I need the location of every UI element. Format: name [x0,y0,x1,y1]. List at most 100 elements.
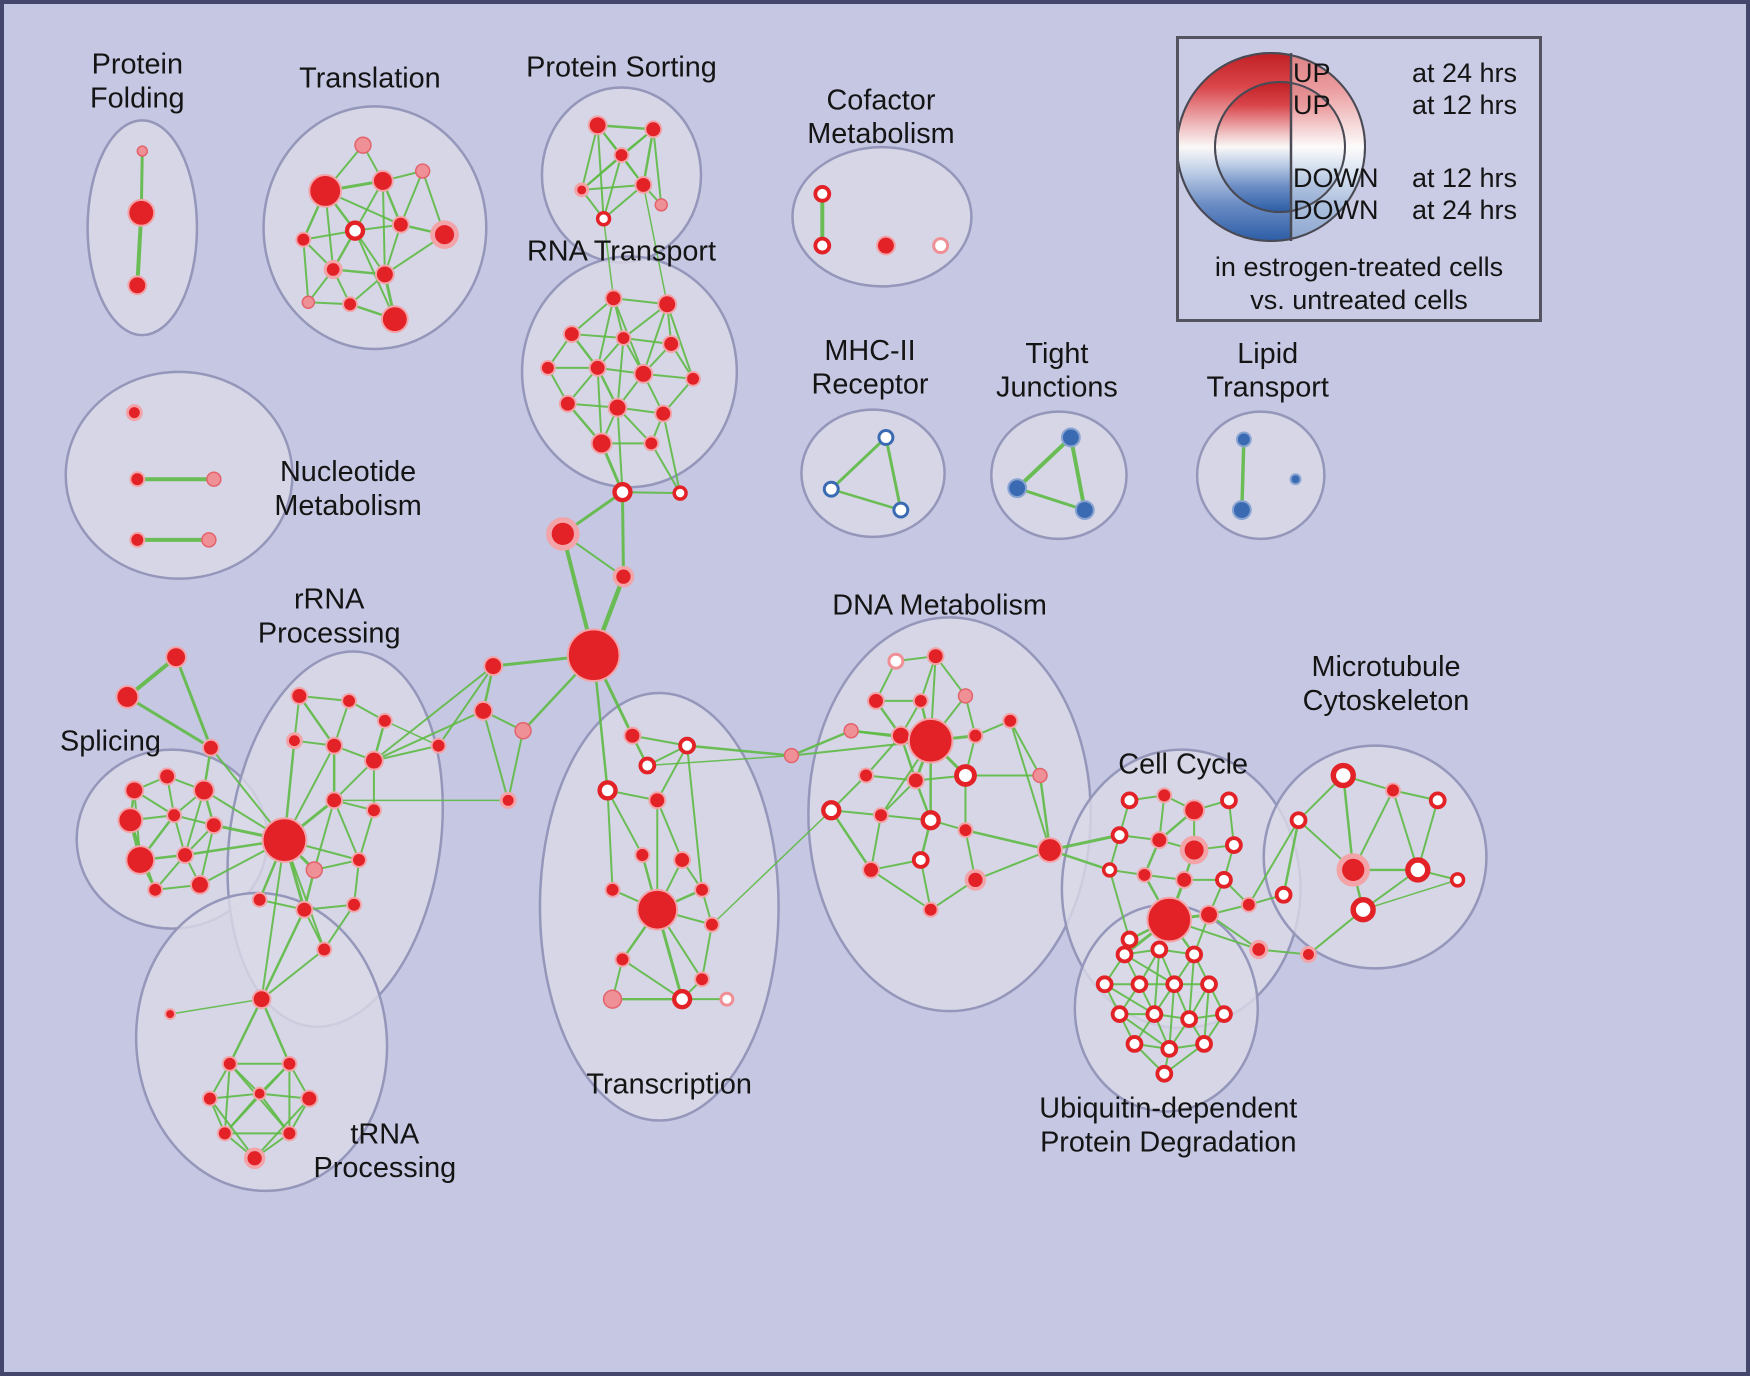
network-node-r [967,727,984,744]
network-edge [169,998,263,1015]
network-edge [184,789,205,857]
cluster-label-lipid-transport: Transport [1207,372,1329,404]
network-node-rr [1110,1005,1129,1023]
network-node-rr [1274,885,1293,904]
network-edge [1362,879,1459,911]
legend-caption-line1: in estrogen-treated cells [1214,252,1504,282]
network-node-r [165,646,188,669]
network-node-r [906,771,925,790]
network-edge [711,809,833,926]
cluster-label-dna-metabolism: DNA Metabolism [832,589,1047,621]
network-node-p [602,989,623,1009]
network-node-r [607,397,628,418]
network-node-r [158,767,177,786]
network-edge [666,303,695,380]
network-node-r [261,817,308,863]
cluster-ellipse-cofactor-metabolism [791,145,973,288]
network-node-r [566,628,621,683]
network-node-b [1231,500,1252,520]
cluster-label-translation: Translation [299,63,441,95]
network-node-r [615,330,632,346]
network-edge [302,238,310,304]
network-node-pr [1336,853,1370,887]
network-node-b [1060,427,1081,448]
network-node-wp [932,237,950,255]
network-node-pr [243,1147,266,1169]
network-node-r [281,1125,298,1142]
network-node-r [117,807,144,834]
network-node-rr [1110,826,1129,845]
network-node-rr [1095,975,1114,994]
network-node-r [858,767,875,784]
network-node-rr [1225,836,1243,854]
network-node-r [363,750,384,771]
network-edge [253,1097,311,1160]
network-node-r [192,779,215,802]
cluster-label-ubiquitin-dependent-protein-degradation: Protein Degradation [1040,1126,1296,1158]
network-node-r [1150,831,1169,850]
network-node-b [1074,500,1095,520]
legend-row-down-12: DOWN at 12 hrs [1293,163,1517,194]
network-node-rr [1115,945,1134,964]
network-node-br [822,480,840,498]
network-edge [621,958,684,1001]
network-node-r [539,359,556,376]
network-edge [1240,437,1246,512]
network-node-r [633,363,654,384]
network-edge [507,729,525,802]
network-node-rr [678,736,696,755]
network-node-r [657,294,678,315]
legend-direction-label: UP [1293,90,1331,120]
network-node-r [290,687,309,705]
cluster-label-splicing: Splicing [60,726,161,758]
network-edge [685,744,793,757]
legend-caption-line2: vs. untreated cells [1250,285,1468,315]
network-node-pr [285,732,303,750]
network-node-rr [813,236,832,255]
network-edge [125,695,213,750]
network-node-br [892,501,910,519]
network-edge [1188,953,1196,1021]
cluster-label-tight-junctions: Junctions [996,372,1118,404]
network-node-r [251,891,268,908]
network-node-r [1037,837,1063,863]
network-edge [333,799,361,861]
network-edge [606,789,614,891]
network-node-rr [1185,945,1204,964]
network-node-pr [1249,939,1269,960]
network-node-rr [1165,975,1184,994]
network-edge [602,217,615,300]
cluster-label-transcription: Transcription [586,1069,752,1101]
network-node-r [634,847,651,863]
network-node-r [316,941,333,958]
network-edge [208,1092,261,1100]
network-edge [620,490,625,579]
cluster-label-cell-cycle: Cell Cycle [1118,748,1248,780]
network-edge [652,128,663,206]
network-node-r [1385,782,1401,799]
network-node-rr [1101,862,1118,878]
network-node-p [201,532,217,548]
network-edge [260,948,326,1001]
network-node-rr [1180,1010,1199,1028]
network-edge [358,809,375,861]
network-node-p [354,136,372,154]
network-edge [1123,953,1176,986]
network-node-rr [821,800,842,821]
network-node-p [136,145,149,157]
cluster-label-microtubule-cytoskeleton: Cytoskeleton [1303,685,1470,717]
network-node-rr [1155,1064,1174,1083]
network-edge [384,720,440,747]
network-node-rr [1330,762,1356,789]
network-node-r [127,275,148,296]
network-edge [570,297,615,336]
network-node-rr [612,482,633,503]
cluster-ellipse-trna-processing [134,891,389,1193]
legend-direction-label: UP [1293,58,1331,88]
network-node-r [558,394,577,413]
network-node-r [604,881,621,898]
cluster-label-nucleotide-metabolism: Metabolism [274,490,421,522]
network-node-r [252,1086,267,1101]
network-node-pr [323,259,343,279]
network-edge [1282,818,1300,897]
